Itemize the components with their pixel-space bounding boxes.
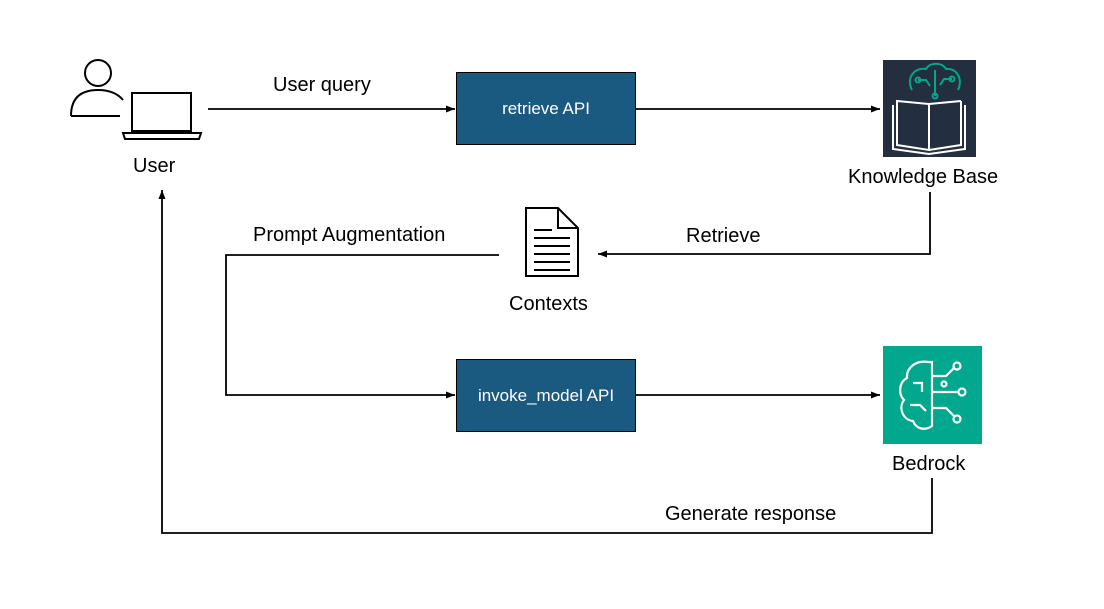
invoke-model-api-box: invoke_model API [456,359,636,432]
edge-kb-to-contexts [598,192,931,258]
prompt-augmentation-label: Prompt Augmentation [253,224,446,246]
edge-bedrock-to-user [158,190,933,534]
person-laptop-icon [70,59,203,140]
brain-circuit-icon [883,346,982,444]
user-query-label: User query [273,74,371,96]
bedrock-label: Bedrock [892,453,966,475]
brain-book-icon [883,60,976,157]
retrieve-api-box: retrieve API [456,72,636,145]
invoke-model-api-label: invoke_model API [477,385,615,405]
generate-response-label: Generate response [665,503,837,525]
retrieve-api-label: retrieve API [502,98,590,118]
knowledge-base-label: Knowledge Base [848,166,999,188]
retrieve-label: Retrieve [686,225,761,247]
edge-contexts-to-invoke [225,254,499,399]
contexts-label: Contexts [509,293,588,315]
user-label: User [133,155,176,177]
document-icon [525,207,579,277]
